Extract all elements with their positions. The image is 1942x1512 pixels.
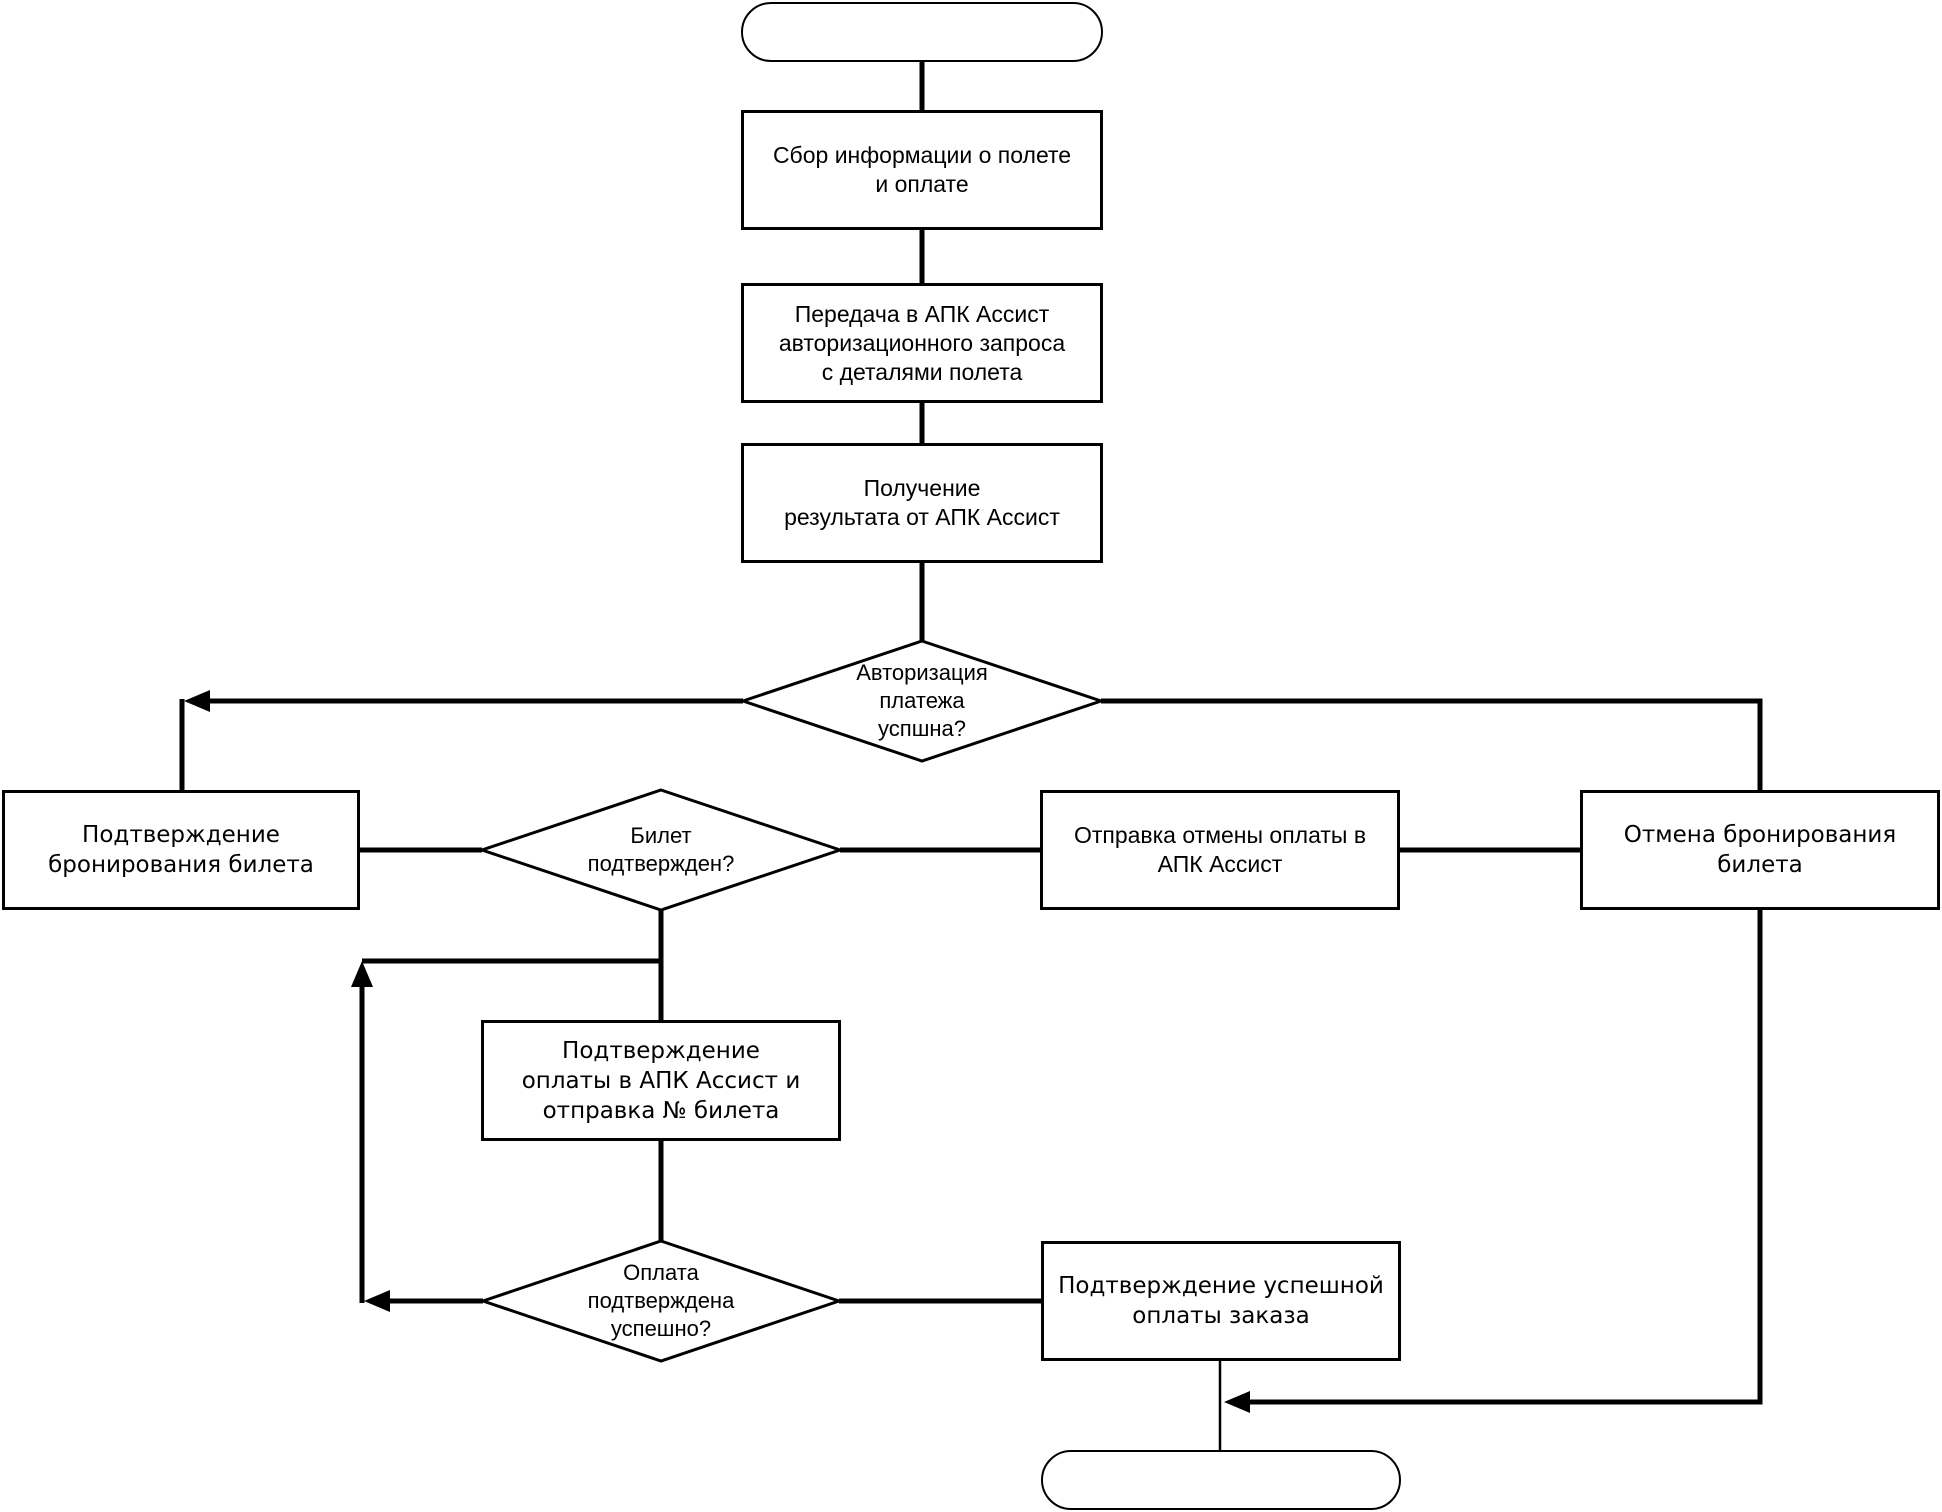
arrowhead-paymentconfirmed-left [364,1290,390,1312]
node-end-terminator [1041,1450,1401,1510]
node-confirm-payment-send-ticket: Подтверждение оплаты в АПК Ассист и отпр… [481,1020,841,1141]
arrowhead-authsuccess-left [184,690,210,712]
node-cancel-booking: Отмена бронирования билета [1580,790,1940,910]
edge-cancelbooking-route [1248,910,1763,1405]
edge-authsuccess-right [1101,698,1763,790]
decision-payment-confirmed-label: Оплата подтверждена успешно? [587,1260,735,1341]
node-confirm-order-payment: Подтверждение успешной оплаты заказа [1041,1241,1401,1361]
decision-ticket-confirmed-shape [477,788,845,912]
node-receive-result: Получение результата от АПК Ассист [741,443,1103,563]
node-confirm-booking: Подтверждение бронирования билета [2,790,360,910]
arrowhead-loop-up [351,961,373,987]
node-start-terminator [741,2,1103,62]
arrowhead-cancelbooking-route [1224,1391,1250,1413]
node-auth-request: Передача в АПК Ассист авторизационного з… [741,283,1103,403]
decision-payment-confirmed-shape [478,1239,844,1363]
node-send-payment-cancellation: Отправка отмены оплаты в АПК Ассист [1040,790,1400,910]
node-collect-info: Сбор информации о полете и оплате [741,110,1103,230]
decision-auth-success-label: Авторизация платежа успшна? [856,660,988,741]
decision-ticket-confirmed-label: Билет подтвержден? [587,823,735,876]
decision-auth-success-shape [738,639,1106,763]
